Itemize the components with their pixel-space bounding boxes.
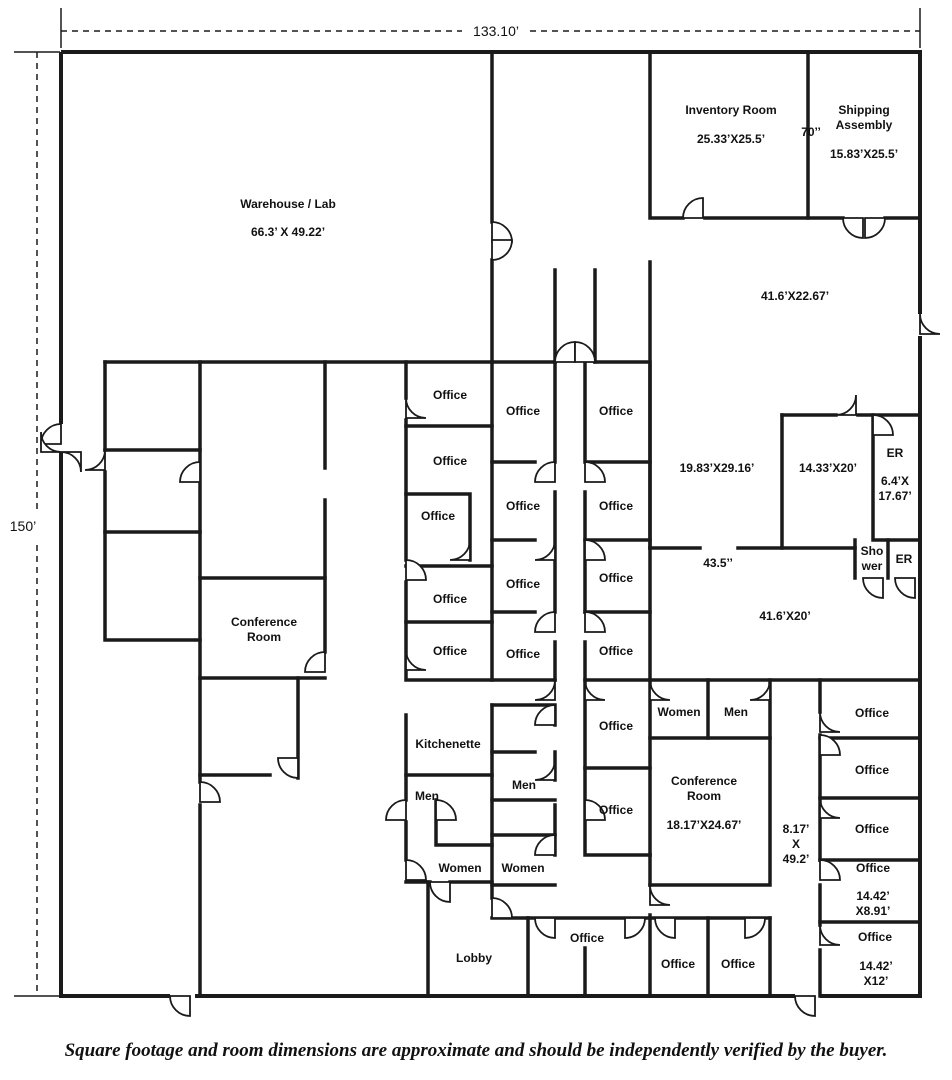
office-r1-label: Office [855,706,889,720]
office-c7-label: Office [570,931,604,945]
office-b2-label: Office [506,499,540,513]
height-dimension: 150’ [10,51,60,997]
office-a3-label: Office [421,509,455,523]
men-3-label: Men [724,705,748,719]
office-c1-label: Office [599,404,633,418]
outer-walls [59,50,922,998]
disclaimer-text: Square footage and room dimensions are a… [64,1040,888,1061]
er-1-name: ER [887,446,904,460]
area-upper-size: 41.6’X22.67’ [761,289,829,303]
office-c4-label: Office [599,644,633,658]
women-3-label: Women [657,705,700,719]
opening-43-label: 43.5’’ [703,556,733,570]
shipping-name-line2: Assembly [836,118,893,132]
warehouse-name: Warehouse / Lab [240,197,336,211]
corridor-size-line3: 49.2’ [783,852,810,866]
office-c5-label: Office [599,719,633,733]
interior-walls [103,50,922,998]
area-mid-size: 19.83’X29.16’ [680,461,755,475]
corridor-size-line2: X [792,837,800,851]
office-a4-label: Office [433,592,467,606]
conf-left-line2: Room [247,630,281,644]
office-r3-label: Office [855,822,889,836]
shower-name-line2: wer [861,559,883,573]
office-c2-label: Office [599,499,633,513]
door-swings [40,197,941,1017]
er-1-size-line1: 6.4’X [881,474,909,488]
room-14x20-size: 14.33’X20’ [799,461,857,475]
office-r5-size-line2: X12’ [864,974,889,988]
office-a1-label: Office [433,388,467,402]
office-b3-label: Office [506,577,540,591]
area-lower-size: 41.6’X20’ [759,609,810,623]
width-label: 133.10’ [473,23,519,39]
shower-name-line1: Sho [861,544,884,558]
shipping-size: 15.83’X25.5’ [830,147,898,161]
office-r4-label: Office [856,861,890,875]
office-r5-label: Office [858,930,892,944]
conf-right-line1: Conference [671,774,737,788]
office-b4-label: Office [506,647,540,661]
office-c6-label: Office [599,803,633,817]
men-1-label: Men [415,789,439,803]
shipping-name-line1: Shipping [838,103,889,117]
conf-right-size: 18.17’X24.67’ [667,818,742,832]
warehouse-size: 66.3’ X 49.22’ [251,225,325,239]
opening-70-label: 70’’ [801,125,821,139]
room-labels: Warehouse / Lab 66.3’ X 49.22’ Inventory… [231,103,913,988]
office-bl2-label: Office [721,957,755,971]
office-r4-size-line2: X8.91’ [856,904,891,918]
er-1-size-line2: 17.67’ [878,489,911,503]
kitchenette-label: Kitchenette [415,737,481,751]
office-r2-label: Office [855,763,889,777]
office-c3-label: Office [599,571,633,585]
inventory-size: 25.33’X25.5’ [697,132,765,146]
women-2-label: Women [501,861,544,875]
height-label: 150’ [10,518,36,534]
office-bl1-label: Office [661,957,695,971]
office-r5-size-line1: 14.42’ [859,959,892,973]
lobby-label: Lobby [456,951,492,965]
inventory-name: Inventory Room [685,103,776,117]
width-dimension: 133.10’ [60,8,921,48]
conf-left-line1: Conference [231,615,297,629]
office-a2-label: Office [433,454,467,468]
women-1-label: Women [438,861,481,875]
office-r4-size-line1: 14.42’ [856,889,889,903]
office-b1-label: Office [506,404,540,418]
men-2-label: Men [512,778,536,792]
conf-right-line2: Room [687,789,721,803]
office-a5-label: Office [433,644,467,658]
er-2-name: ER [896,552,913,566]
corridor-size-line1: 8.17’ [783,822,810,836]
